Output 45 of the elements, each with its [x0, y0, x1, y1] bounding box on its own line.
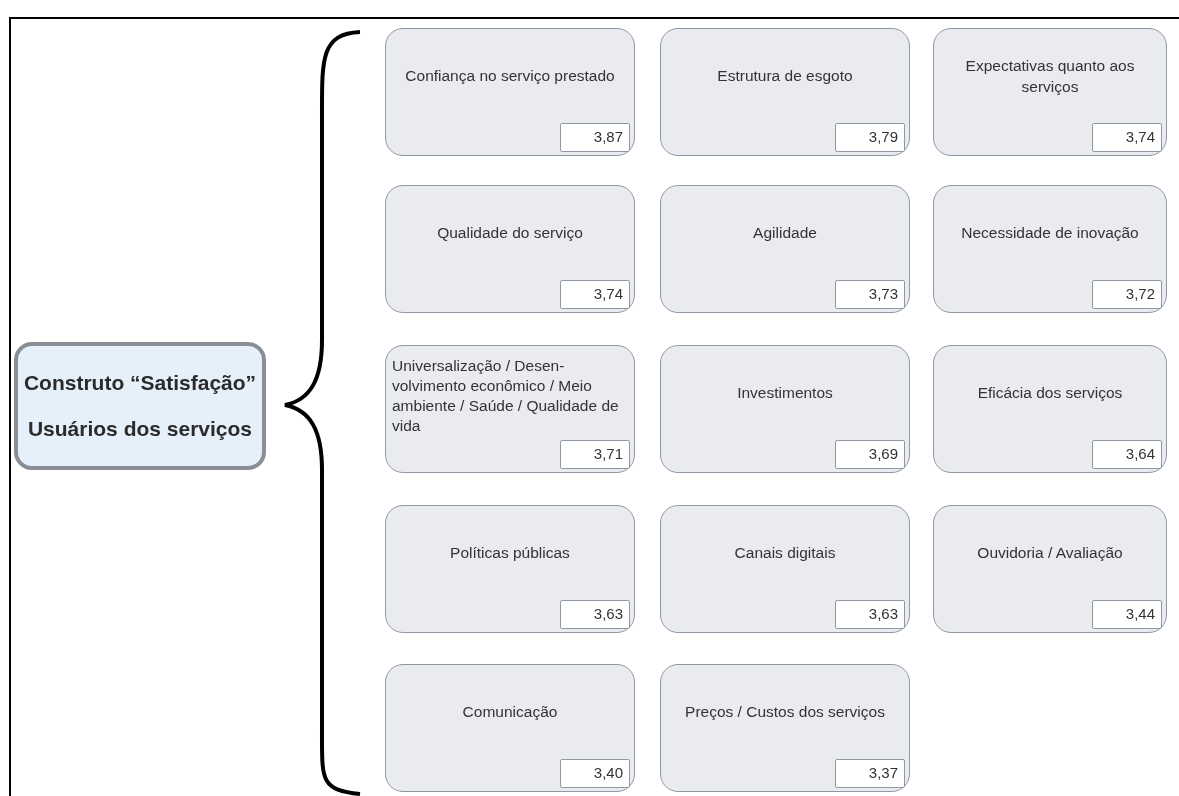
- construct-box: [14, 342, 266, 470]
- factor-label: Agilidade: [752, 223, 818, 244]
- factor-label: Confiança no serviço prestado: [404, 66, 616, 87]
- factor-box: [660, 28, 910, 156]
- construct-label: Construto “Satisfação”: [23, 371, 257, 395]
- score-box: 3,71: [560, 440, 630, 469]
- factor-label: Comunicação: [461, 702, 559, 723]
- score-box: 3,73: [835, 280, 905, 309]
- factor-label: Necessidade de inovação: [960, 223, 1140, 244]
- factor-box: [660, 664, 910, 792]
- factor-label: Preços / Custos dos serviços: [684, 702, 886, 723]
- factor-label: Universalização / Desen- volvimento econômico / Meio ambiente / Saúde / Qualidade de vida: [392, 356, 620, 437]
- factor-box: [660, 185, 910, 313]
- score-box: 3,64: [1092, 440, 1162, 469]
- factor-label: Qualidade do serviço: [436, 223, 584, 244]
- factor-label: Eficácia dos serviços: [976, 383, 1124, 404]
- score-box: 3,37: [835, 759, 905, 788]
- factor-box: [933, 28, 1167, 156]
- score-box: 3,74: [560, 280, 630, 309]
- score-box: 3,63: [560, 600, 630, 629]
- factor-box: [933, 345, 1167, 473]
- score-box: 3,44: [1092, 600, 1162, 629]
- factor-label: Estrutura de esgoto: [716, 66, 854, 87]
- factor-label: Políticas públicas: [449, 543, 571, 564]
- factor-box: [933, 185, 1167, 313]
- factor-box: [933, 505, 1167, 633]
- score-box: 3,87: [560, 123, 630, 152]
- score-box: 3,69: [835, 440, 905, 469]
- factor-box: [660, 345, 910, 473]
- score-box: 3,40: [560, 759, 630, 788]
- score-box: 3,72: [1092, 280, 1162, 309]
- score-box: 3,63: [835, 600, 905, 629]
- factor-box: [385, 345, 635, 473]
- factor-box: [385, 185, 635, 313]
- factor-label: Ouvidoria / Avaliação: [976, 543, 1124, 564]
- factor-label: Canais digitais: [733, 543, 837, 564]
- factor-label: Investimentos: [736, 383, 834, 404]
- factor-box: [660, 505, 910, 633]
- factor-box: [385, 505, 635, 633]
- factor-label: Expectativas quanto aos serviços: [964, 56, 1136, 97]
- score-box: 3,79: [835, 123, 905, 152]
- score-box: 3,74: [1092, 123, 1162, 152]
- factor-box: [385, 28, 635, 156]
- factor-box: [385, 664, 635, 792]
- construct-label: Usuários dos serviços: [27, 417, 253, 441]
